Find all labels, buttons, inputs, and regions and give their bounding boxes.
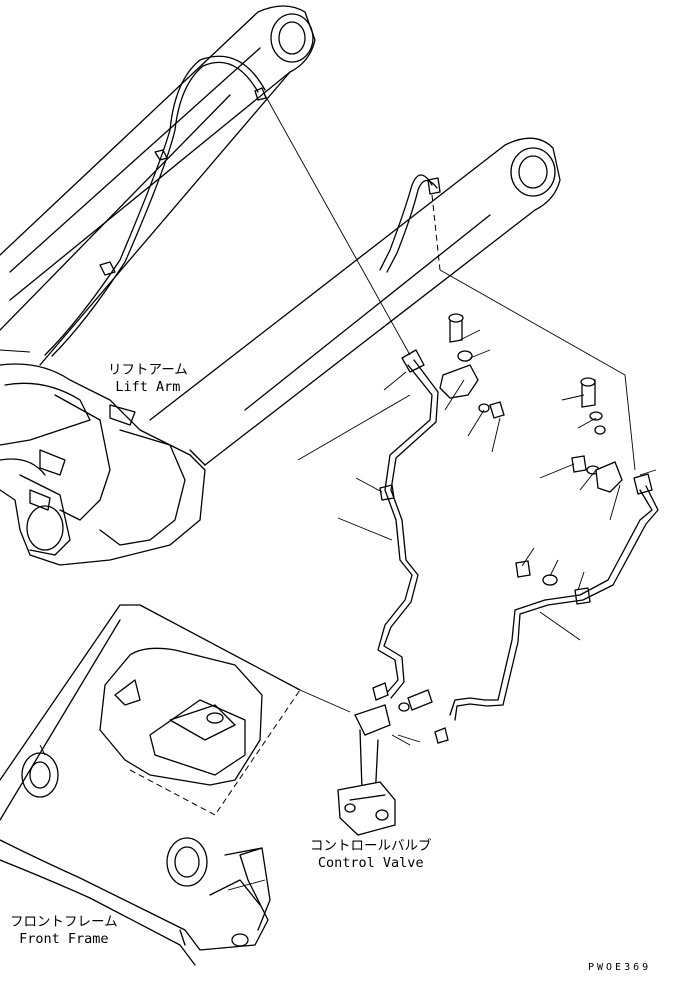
frame-plate-detail [99,647,351,816]
callout-leaders [227,329,657,891]
front-frame-label: フロントフレーム Front Frame [10,914,118,948]
lift-arm-label: リフトアーム Lift Arm [108,362,188,396]
control-valve-label: コントロールバルブ Control Valve [310,838,432,872]
upper-arm-hose [44,55,267,357]
lift-arm-lower [149,137,561,466]
drawing-code: PWOE369 [588,962,652,973]
front-frame-label-en: Front Frame [19,931,109,947]
lift-arm-upper [0,5,316,366]
lower-arm-hose [379,174,441,273]
control-valve-label-en: Control Valve [317,855,424,871]
lift-arm-label-jp: リフトアーム [108,362,188,378]
left-bracket-fasteners [439,313,505,419]
control-valve-label-jp: コントロールバルブ [310,838,432,854]
control-valve-assembly [337,682,449,836]
right-pipe-run [449,473,659,721]
lift-arm-pivot-assembly [0,349,206,566]
left-pipe-run [377,349,439,699]
right-bracket-fasteners [515,377,623,586]
front-frame-label-jp: フロントフレーム [10,914,118,930]
lift-arm-label-en: Lift Arm [115,379,181,395]
front-frame [0,604,301,966]
